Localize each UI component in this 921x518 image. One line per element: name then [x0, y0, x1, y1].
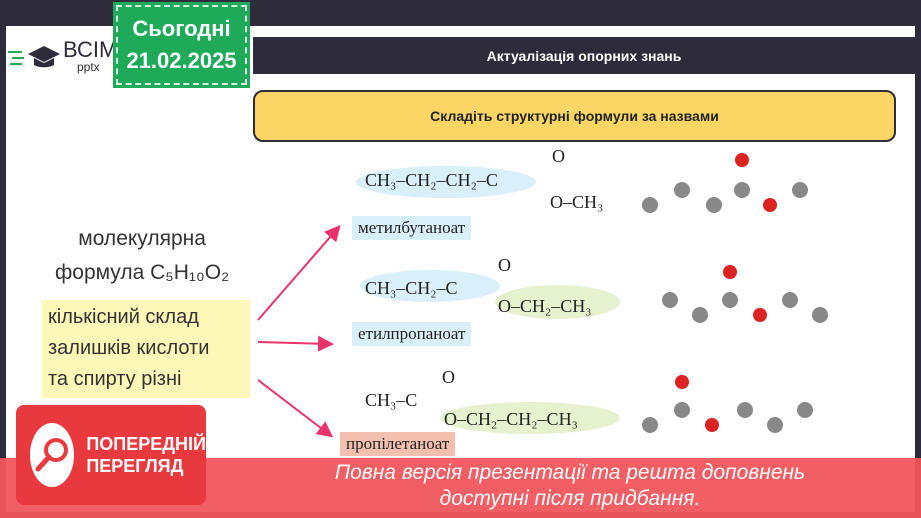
- note-line: кількісний склад: [48, 306, 199, 328]
- ester-acid-part: CH₃–C: [365, 390, 418, 410]
- ester-carbonyl-o: O: [552, 146, 565, 166]
- ball-stick-model: [662, 265, 828, 323]
- ester-name: метилбутаноат: [352, 216, 472, 240]
- composition-note: кількісний склад залишків кислоти та спи…: [42, 300, 250, 398]
- magnifier-icon: [30, 423, 75, 487]
- ester-alcohol-part: O–CH₂–CH₂–CH₃: [444, 409, 578, 429]
- banner-line2: доступні після придбання.: [439, 487, 701, 510]
- ester-acid-part: CH₃–CH₂–CH₂–C: [365, 170, 498, 190]
- ester-alcohol-part: O–CH₃: [550, 192, 604, 212]
- mf-line2: формула C₅H₁₀O₂: [55, 261, 230, 284]
- arrow: [257, 335, 334, 352]
- task-text: Складіть структурні формули за назвами: [430, 108, 719, 124]
- banner-text: Повна версія презентації та решта доповн…: [290, 460, 850, 512]
- preview-line2: ПЕРЕГЛЯД: [86, 456, 184, 476]
- banner-line1: Повна версія презентації та решта доповн…: [334, 461, 806, 484]
- note-line: та спирту різні: [48, 368, 182, 390]
- molecular-formula: молекулярна формула C₅H₁₀O₂: [55, 222, 229, 290]
- header-title: Актуалізація опорних знань: [486, 47, 682, 64]
- preview-line1: ПОПЕРЕДНІЙ: [86, 434, 206, 454]
- ester-carbonyl-o: O: [498, 255, 511, 275]
- graduation-cap-icon: [8, 46, 60, 68]
- ester-name: етилпропаноат: [352, 322, 472, 346]
- ball-stick-model: [642, 375, 813, 433]
- date-label: Сьогодні: [132, 16, 231, 41]
- ester-acid-part: CH₃–CH₂–C: [365, 278, 458, 298]
- task-box: Складіть структурні формули за назвами: [253, 90, 896, 142]
- date-value: 21.02.2025: [126, 48, 237, 73]
- logo-text: ВСІМ: [63, 37, 118, 62]
- ester-alcohol-part: O–CH₂–CH₃: [498, 296, 592, 316]
- mf-line1: молекулярна: [78, 227, 206, 250]
- ester-carbonyl-o: O: [442, 367, 455, 387]
- header-bar: Актуалізація опорних знань: [253, 37, 915, 74]
- arrow: [257, 379, 334, 438]
- ball-stick-model: [642, 153, 808, 213]
- ester-name: пропілетаноат: [340, 432, 456, 456]
- note-line: залишків кислоти: [48, 337, 210, 359]
- logo-sub: pptx: [77, 60, 100, 74]
- date-badge: Сьогодні 21.02.2025: [113, 2, 250, 88]
- arrow: [257, 224, 341, 321]
